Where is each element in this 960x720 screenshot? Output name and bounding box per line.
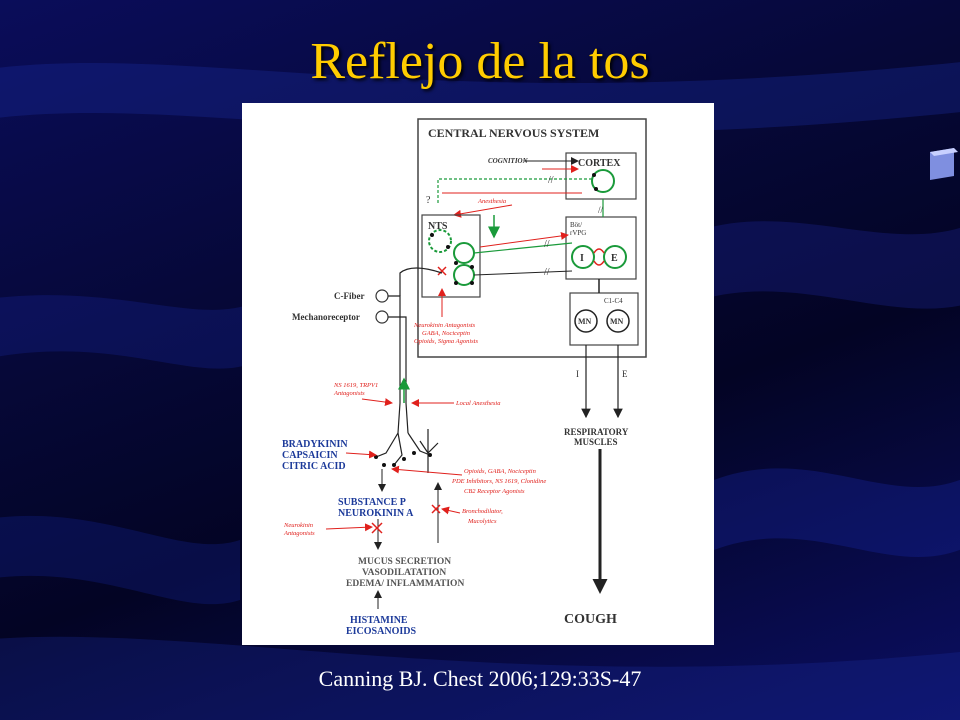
nts-label: NTS [428,221,448,232]
pathway-e-label: E [622,369,628,379]
ie-reciprocal-loop [593,248,605,266]
effects-line1: MUCUS SECRETION [358,557,451,567]
terminal-dot [412,451,416,455]
motor-neuron-right-label: MN [610,317,624,326]
nts-dot [470,281,474,285]
neuropeptides-line2: NEUROKININ A [338,508,414,519]
mediators-line2: EICOSANOIDS [346,626,416,637]
anesthesia-arrow [453,204,513,218]
terminal-dot [374,455,378,459]
expiratory-neuron [603,245,627,269]
pathway-break-mark: // [544,267,550,278]
terminal-dot [428,453,432,457]
c-fiber-label: C-Fiber [334,291,365,301]
neurokinin-antagonists-line2: Antagonists [283,530,315,537]
motor-neuron-left-label: MN [578,317,592,326]
decorative-cube-icon [930,148,958,180]
effects-line3: EDEMA/ INFLAMMATION [346,579,464,589]
c1-c4-label: C1-C4 [604,297,623,305]
nts-neuron-upper [428,229,452,253]
effects-line2: VASODILATATION [362,568,446,578]
bronchodilator-inhibit-mark [431,504,441,514]
terminal-dot [392,463,396,467]
cortex-neuron-dot [594,187,598,191]
motor-neuron-right [606,309,630,333]
nts-to-cpg-black [473,270,573,276]
respiratory-muscles-line2: MUSCLES [574,437,618,447]
cns-label: CENTRAL NERVOUS SYSTEM [428,126,599,140]
nts-neuron-mid [453,242,475,264]
stimuli-line1: BRADYKININ [282,439,348,450]
c-fiber-receptor [375,289,389,303]
nts-dot [430,233,434,237]
nts-box [421,214,481,298]
respiratory-muscles-line1: RESPIRATORY [564,427,629,437]
cognition-label: COGNITION [488,157,529,165]
nts-inhibitors-line2: GABA, Nociceptin [422,330,470,337]
mechanoreceptor-axon [388,316,409,434]
expiratory-neuron-label: E [611,253,618,264]
nts-to-cpg-green [473,242,573,254]
stimuli-arrow [345,450,377,459]
neurokinin-antagonists-arrow [325,523,373,532]
cortex-dashed-pathway [437,178,592,203]
nts-inhibitors-line1: Neurokinin Antagonists [413,322,476,329]
peripheral-inhibitors-line2: PDE Inhibitors, NS 1619, Clonidine [451,478,546,485]
mechanoreceptor-receptor [375,310,389,324]
cortex-neuron [591,169,615,193]
nts-to-cpg-red [479,231,569,248]
nts-dot [470,265,474,269]
afferent-to-nts [399,267,443,296]
anesthesia-label: Anesthesia [477,198,506,205]
cortex-break-mark: // [548,175,554,186]
peripheral-terminal [375,432,431,466]
trpv1-arrow [361,398,393,407]
peripheral-inhibitors-line1: Opioids, GABA, Nociceptin [464,468,536,475]
peripheral-inhibitors-line3: CB2 Receptor Agonists [464,488,525,495]
nts-dot [454,261,458,265]
mechanoreceptor-label: Mechanoreceptor [292,312,360,322]
local-anesthesia-label: Local Anesthesia [455,400,500,407]
terminal-dot [382,463,386,467]
neurokinin-antagonists-line1: Neurokinin [283,522,313,529]
cortex-neuron-dot [592,173,596,177]
botzinger-box [565,216,637,280]
cns-box [417,118,647,358]
botzinger-label-line1: Böt/ [570,221,582,229]
nts-dot [446,245,450,249]
peripheral-inhibitor-arrow [391,465,463,476]
cortex-box [565,152,637,200]
bronchodilator-line2: Mucolytics [467,518,497,525]
citation: Canning BJ. Chest 2006;129:33S-47 [318,666,642,691]
nts-dot [454,281,458,285]
inspiratory-neuron [571,245,595,269]
pathway-break-mark: // [544,239,550,250]
stimuli-line2: CAPSAICIN [282,450,338,461]
terminal-dot [402,457,406,461]
botzinger-label-line2: rVPG [570,229,586,237]
trpv1-antagonists-line2: Antagonists [333,390,365,397]
neuropeptides-inhibit-mark [371,522,383,534]
motor-neuron-left [574,309,598,333]
inspiratory-neuron-label: I [580,253,584,264]
cortex-cpg-break: // [598,205,604,215]
pathway-i-label: I [576,369,579,379]
c-fiber-axon [388,295,401,434]
nts-inhibitors-line3: Opioids, Sigma Agonists [414,338,478,345]
mediators-line1: HISTAMINE [350,615,408,626]
c1-c4-box [569,292,639,346]
bronchodilator-line1: Bronchodilator, [462,508,503,515]
cough-label: COUGH [564,612,617,627]
trpv1-antagonists-line1: NS 1619, TRPV1 [333,382,378,389]
slide-title: Reflejo de la tos [310,33,650,90]
stimuli-line3: CITRIC ACID [282,461,346,472]
bronchodilator-arrow [441,506,461,515]
nts-inhibit-mark [437,266,447,276]
mechanoreceptor-terminal [419,429,439,473]
cortex-label: CORTEX [578,158,621,169]
question-mark: ? [426,195,431,206]
cough-reflex-figure: CENTRAL NERVOUS SYSTEM CORTEX COGNITION … [242,103,714,645]
neuropeptides-line1: SUBSTANCE P [338,497,406,508]
